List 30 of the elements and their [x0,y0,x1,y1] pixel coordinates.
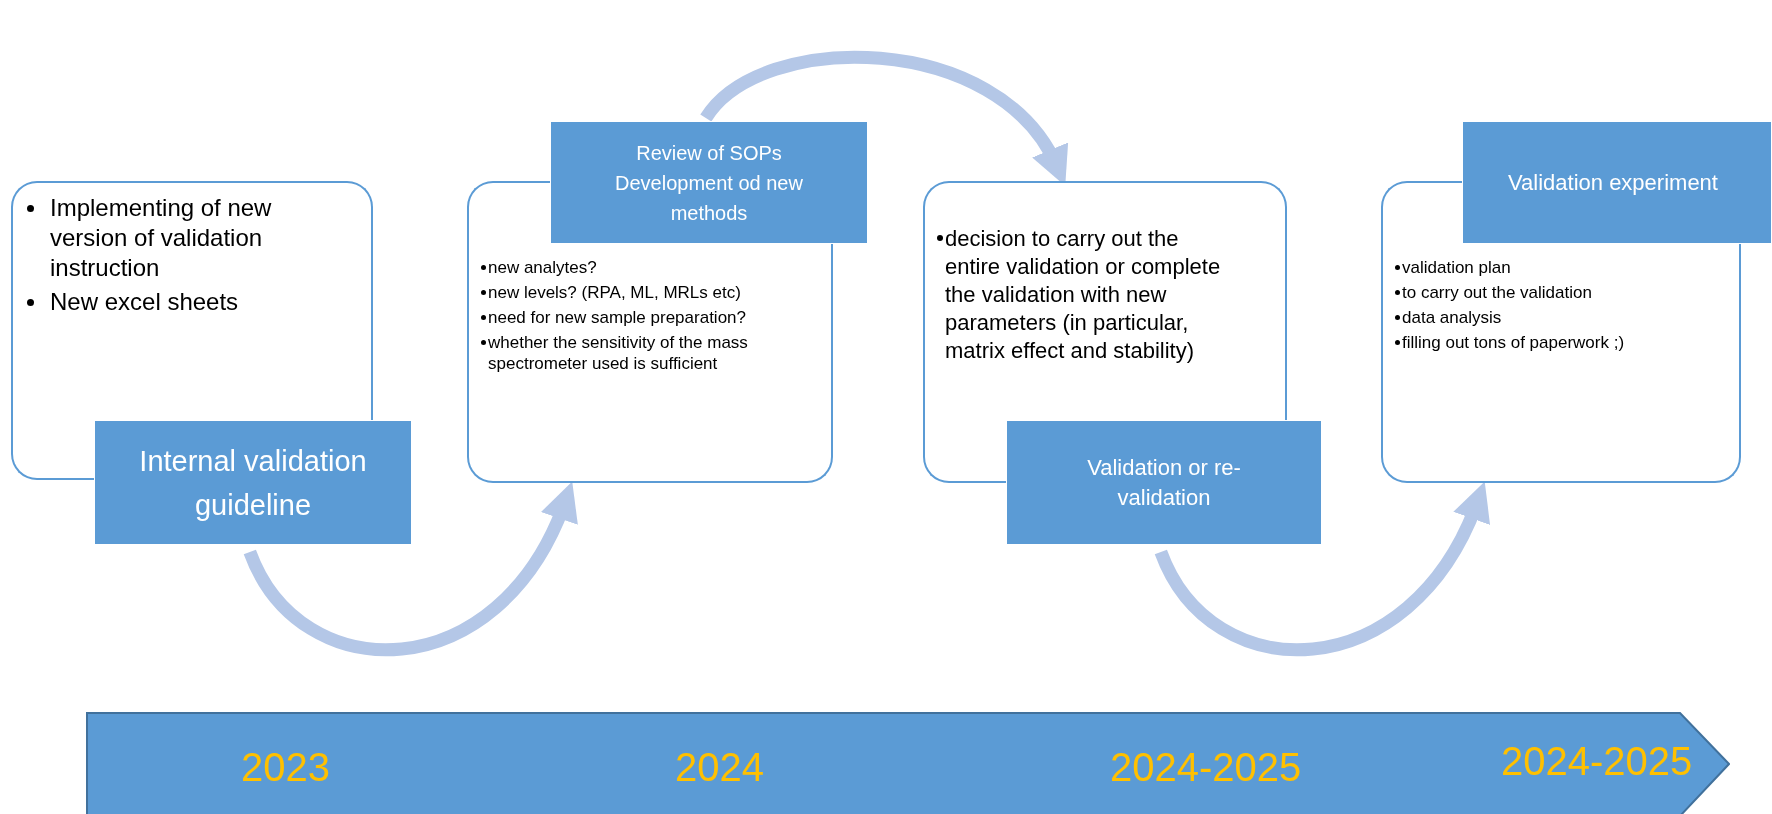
bullet-text: new analytes? [488,257,597,278]
bullet-text: new levels? (RPA, ML, MRLs etc) [488,282,741,303]
bullet-text: New excel sheets [50,287,239,317]
stage-label-box [1006,420,1322,545]
stage-title: Validation experiment [1508,168,1719,197]
year-label: 2024-2025 [1110,744,1302,790]
year-label: 2023 [241,744,330,790]
bullet-text: whether the sensitivity of the mass spectrometer used is sufficient [488,332,749,374]
stage-label-box [550,121,868,244]
bullet-text: decision to carry out the entire validation or complete the validation with new parameters (in particular, matrix effect and stability) [945,225,1222,365]
year-label: 2024 [675,744,764,790]
stage-title: Internal validation guideline [138,443,368,523]
stage-label-box [94,420,412,545]
bullet-text: to carry out the validation [1402,282,1592,303]
bullet-card [11,181,373,420]
year-label: 2024-2025 [1501,738,1693,784]
bullet-text: need for new sample preparation? [488,307,746,328]
bullet-text: Implementing of new version of validation instruction [50,193,273,283]
stage-label-box [1462,121,1772,244]
bullet-text: data analysis [1402,307,1502,328]
stage-title: Validation or re-validation [1086,453,1242,512]
stage-title: Development od new methods [614,170,804,226]
stage-title: Review of SOPs [635,140,783,166]
bullet-text: filling out tons of paperwork ;) [1402,332,1625,353]
bullet-text: validation plan [1402,257,1511,278]
curved-arrow [1155,482,1489,656]
bullet-card [1381,244,1741,483]
curved-arrow [244,482,576,656]
bullet-card [467,244,833,483]
bullet-card [923,181,1287,420]
